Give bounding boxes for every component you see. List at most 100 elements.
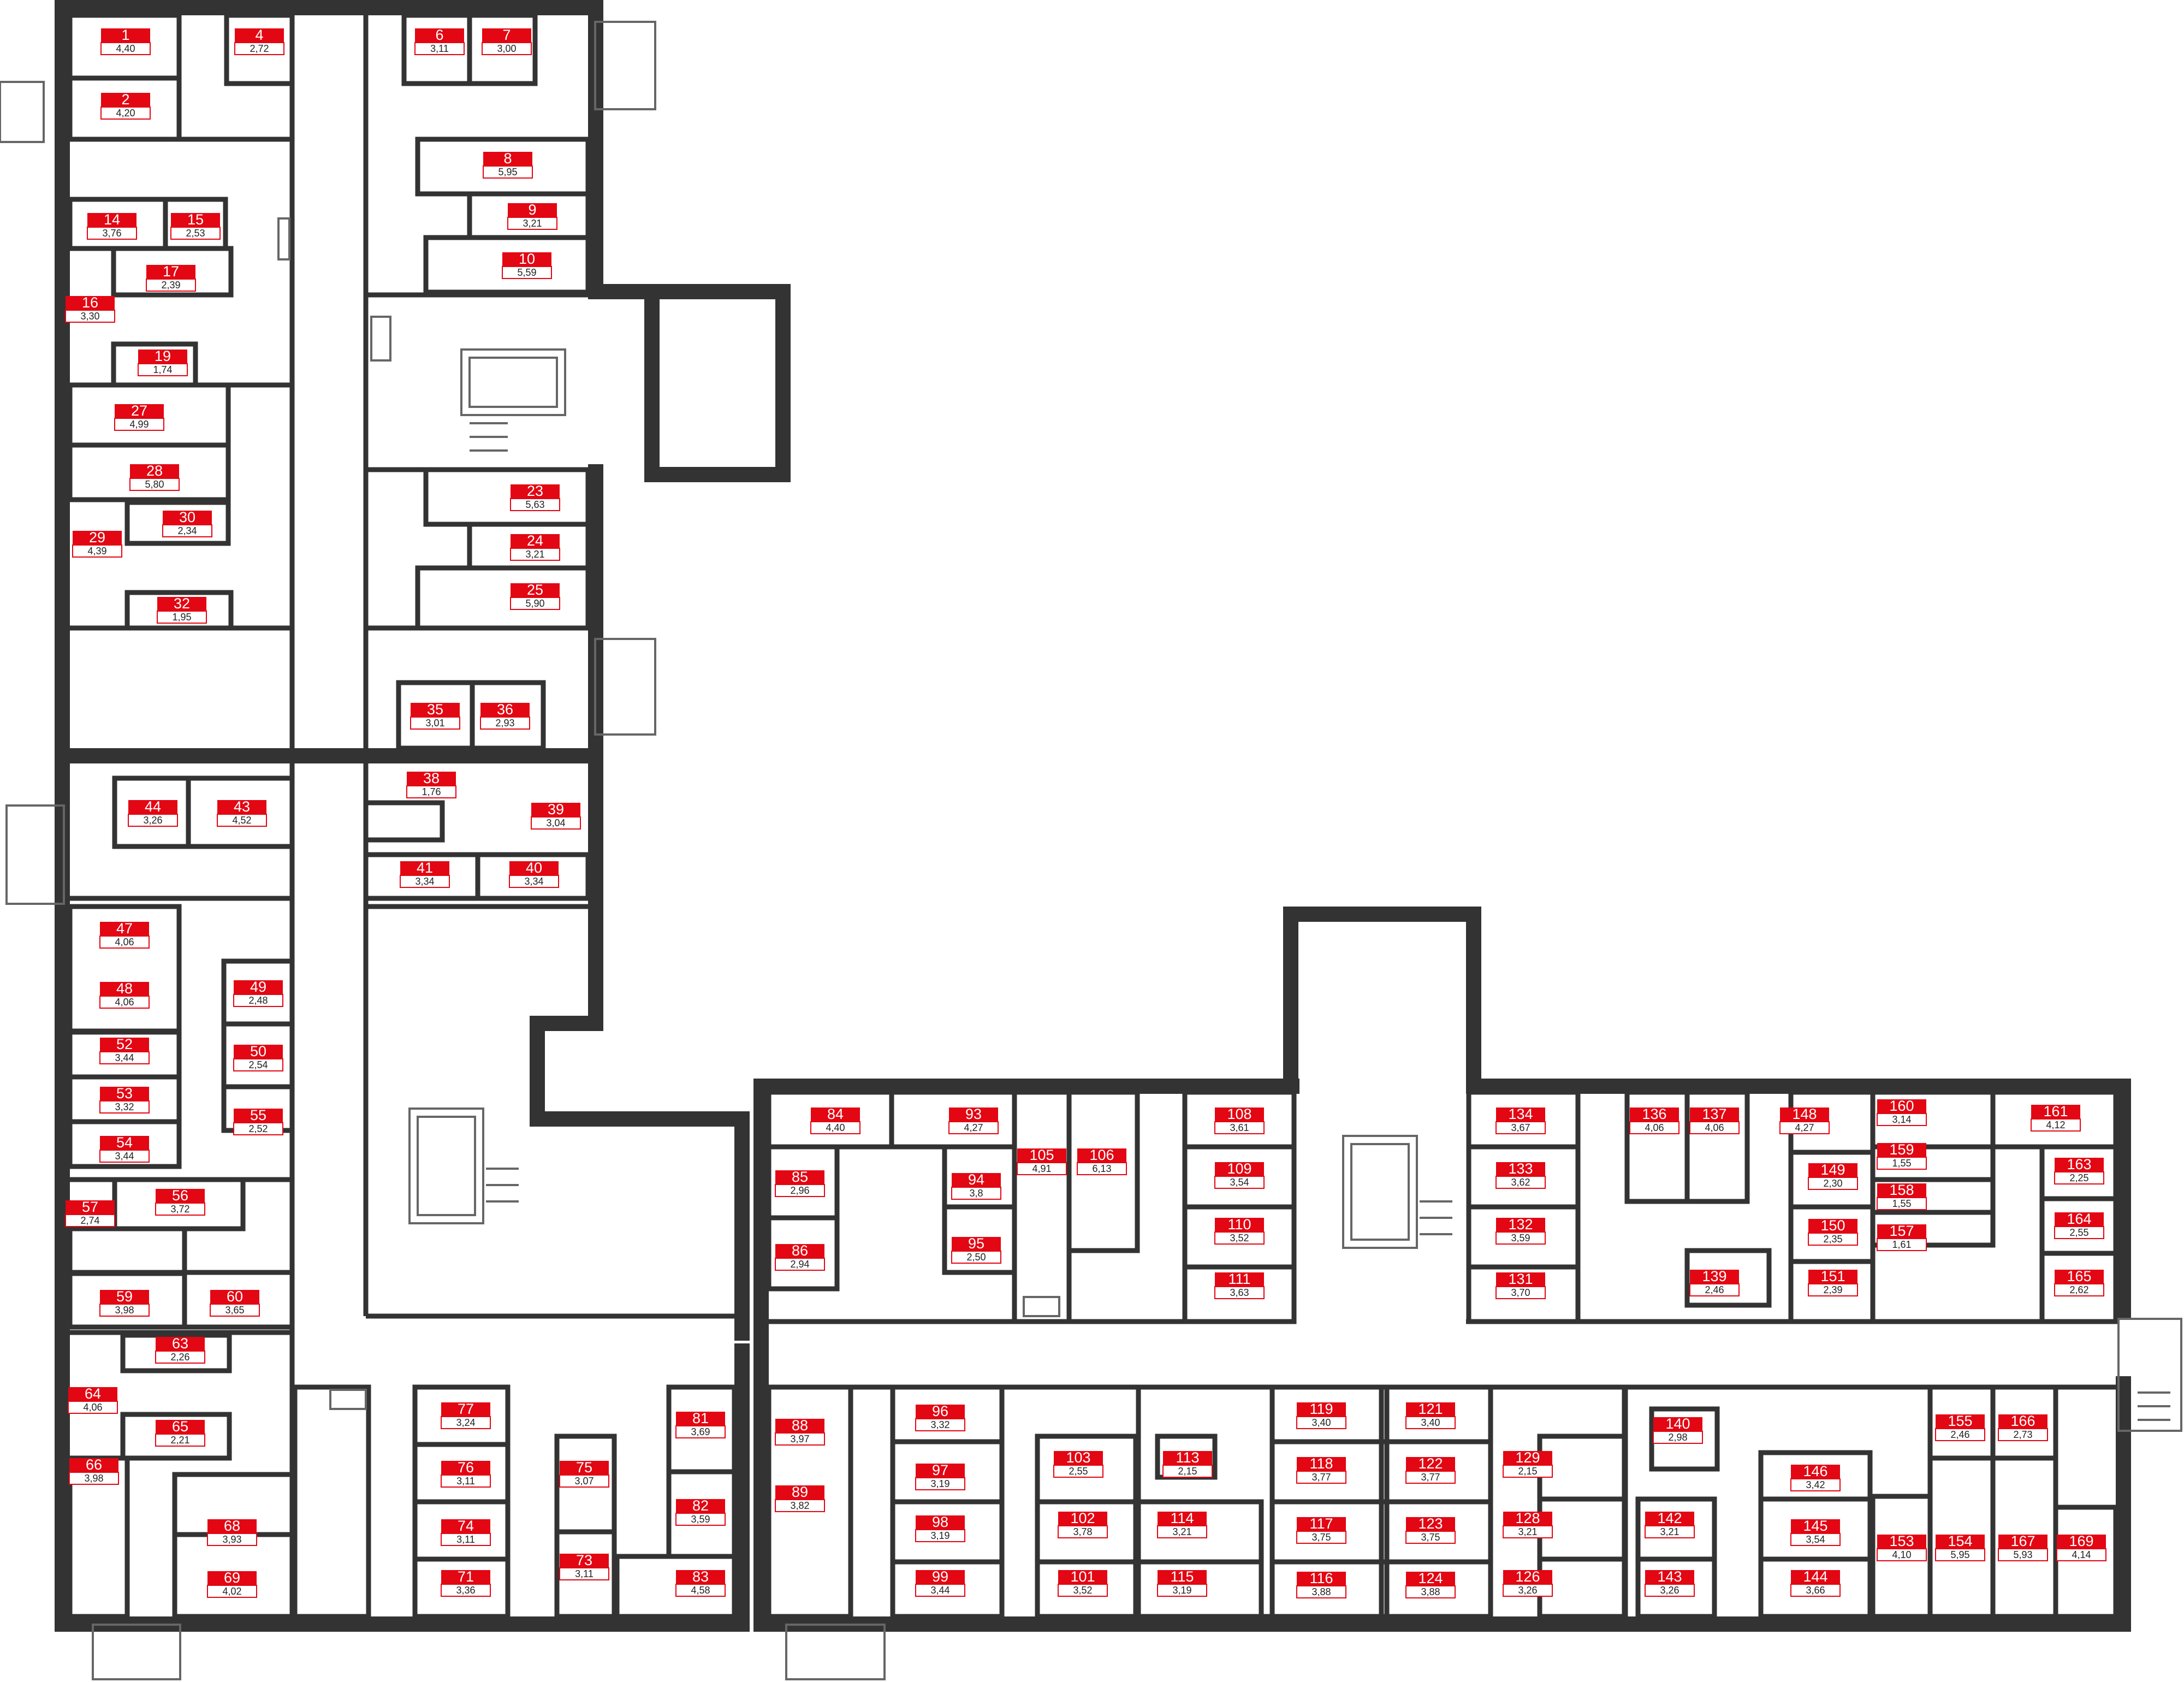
unit-label-66[interactable]: 663,98 <box>69 1456 119 1485</box>
unit-label-75[interactable]: 753,07 <box>559 1459 609 1488</box>
unit-label-35[interactable]: 353,01 <box>410 701 460 730</box>
unit-label-38[interactable]: 381,76 <box>406 770 456 798</box>
unit-label-19[interactable]: 191,74 <box>138 348 188 376</box>
unit-label-7[interactable]: 73,00 <box>482 27 532 55</box>
unit-label-16[interactable]: 163,30 <box>65 294 115 323</box>
unit-label-41[interactable]: 413,34 <box>400 860 450 888</box>
unit-label-23[interactable]: 235,63 <box>510 483 560 511</box>
unit-label-17[interactable]: 172,39 <box>146 263 196 292</box>
unit-label-57[interactable]: 572,74 <box>65 1199 115 1227</box>
unit-label-81[interactable]: 813,69 <box>675 1410 726 1438</box>
unit-label-64[interactable]: 644,06 <box>68 1385 118 1414</box>
unit-label-1[interactable]: 14,40 <box>100 27 151 55</box>
unit-label-85[interactable]: 852,96 <box>775 1169 825 1197</box>
unit-label-44[interactable]: 443,26 <box>128 798 178 827</box>
unit-label-60[interactable]: 603,65 <box>210 1288 260 1317</box>
unit-label-8[interactable]: 85,95 <box>483 150 533 179</box>
unit-label-15[interactable]: 152,53 <box>170 211 221 240</box>
unit-label-68[interactable]: 683,93 <box>207 1518 257 1546</box>
unit-label-32[interactable]: 321,95 <box>157 595 207 624</box>
unit-label-25[interactable]: 255,90 <box>510 582 560 610</box>
unit-label-9[interactable]: 93,21 <box>507 202 557 230</box>
unit-label-50[interactable]: 502,54 <box>233 1043 283 1071</box>
unit-label-95[interactable]: 952,50 <box>951 1235 1001 1264</box>
unit-label-36[interactable]: 362,93 <box>480 701 530 730</box>
unit-label-43[interactable]: 434,52 <box>217 798 267 827</box>
unit-label-71[interactable]: 713,36 <box>441 1568 491 1597</box>
unit-label-6[interactable]: 63,11 <box>414 27 465 55</box>
unit-label-54[interactable]: 543,44 <box>99 1134 150 1163</box>
unit-label-88[interactable]: 883,97 <box>775 1417 825 1446</box>
unit-label-14[interactable]: 143,76 <box>87 211 137 240</box>
unit-label-63[interactable]: 632,26 <box>155 1335 205 1364</box>
unit-label-77[interactable]: 773,24 <box>441 1401 491 1429</box>
unit-label-29[interactable]: 294,39 <box>72 529 122 558</box>
unit-label-39[interactable]: 393,04 <box>531 801 581 830</box>
unit-label-74[interactable]: 743,11 <box>441 1518 491 1546</box>
unit-label-65[interactable]: 652,21 <box>155 1418 205 1447</box>
unit-label-30[interactable]: 302,34 <box>162 509 212 537</box>
unit-label-48[interactable]: 484,06 <box>99 980 150 1009</box>
unit-label-40[interactable]: 403,34 <box>509 860 559 888</box>
unit-label-47[interactable]: 474,06 <box>99 920 150 949</box>
unit-label-89[interactable]: 893,82 <box>775 1484 825 1512</box>
unit-label-4[interactable]: 42,72 <box>234 27 284 55</box>
unit-label-10[interactable]: 105,59 <box>502 251 552 279</box>
unit-label-96[interactable]: 963,32 <box>915 1403 965 1431</box>
unit-label-84[interactable]: 844,40 <box>810 1106 860 1134</box>
unit-label-55[interactable]: 552,52 <box>233 1107 283 1135</box>
unit-label-76[interactable]: 763,11 <box>441 1459 491 1488</box>
unit-label-93[interactable]: 934,27 <box>948 1106 999 1134</box>
unit-label-83[interactable]: 834,58 <box>675 1568 726 1597</box>
unit-label-94[interactable]: 943,8 <box>951 1171 1001 1200</box>
unit-label-98[interactable]: 983,19 <box>915 1514 965 1542</box>
unit-label-27[interactable]: 274,99 <box>114 402 164 431</box>
unit-label-24[interactable]: 243,21 <box>510 532 560 561</box>
unit-label-53[interactable]: 533,32 <box>99 1085 150 1114</box>
unit-label-82[interactable]: 823,59 <box>675 1497 726 1526</box>
